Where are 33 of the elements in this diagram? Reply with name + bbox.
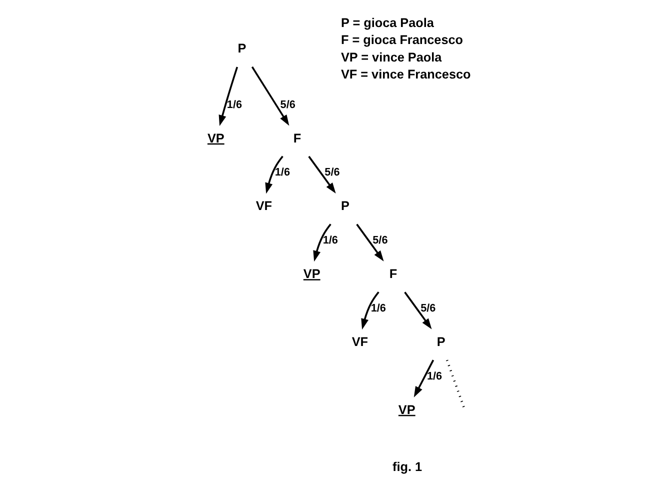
label: VP = vince Paola [340,50,442,64]
arrow [360,292,379,330]
edge-label: 1/6 [274,166,290,179]
node-text: P [340,199,349,214]
node-text: P [436,334,445,349]
arrow [404,292,432,330]
node-text: F [388,267,397,282]
arrow [356,224,384,262]
edge-label: 5/6 [280,98,295,111]
arrow [312,224,331,262]
edge-label: 1/6 [370,302,386,314]
arrow [218,66,238,126]
edge-label: 5/6 [420,302,436,314]
edge-label: 5/6 [324,166,340,179]
arrow [264,156,283,194]
arrow [250,66,289,126]
label: fig. 1 [392,460,422,474]
edge-label: 1/6 [226,98,242,111]
node-text: VP [398,402,415,417]
node-text: P [237,42,246,56]
arrow [308,156,336,194]
label: P = gioca Paola [340,16,434,30]
edge-label: 5/6 [372,234,388,247]
node-text: VF [351,334,368,349]
node-text: VF [255,199,272,214]
label: VF = vince Francesco [340,68,470,82]
node-text: VP [302,267,320,282]
node-text: F [292,131,301,146]
node-text: VP [206,131,224,146]
edge-label: 1/6 [322,234,338,247]
arrow [413,360,434,398]
edge-label: 1/6 [426,370,442,382]
label: F = gioca Francesco [340,33,463,48]
